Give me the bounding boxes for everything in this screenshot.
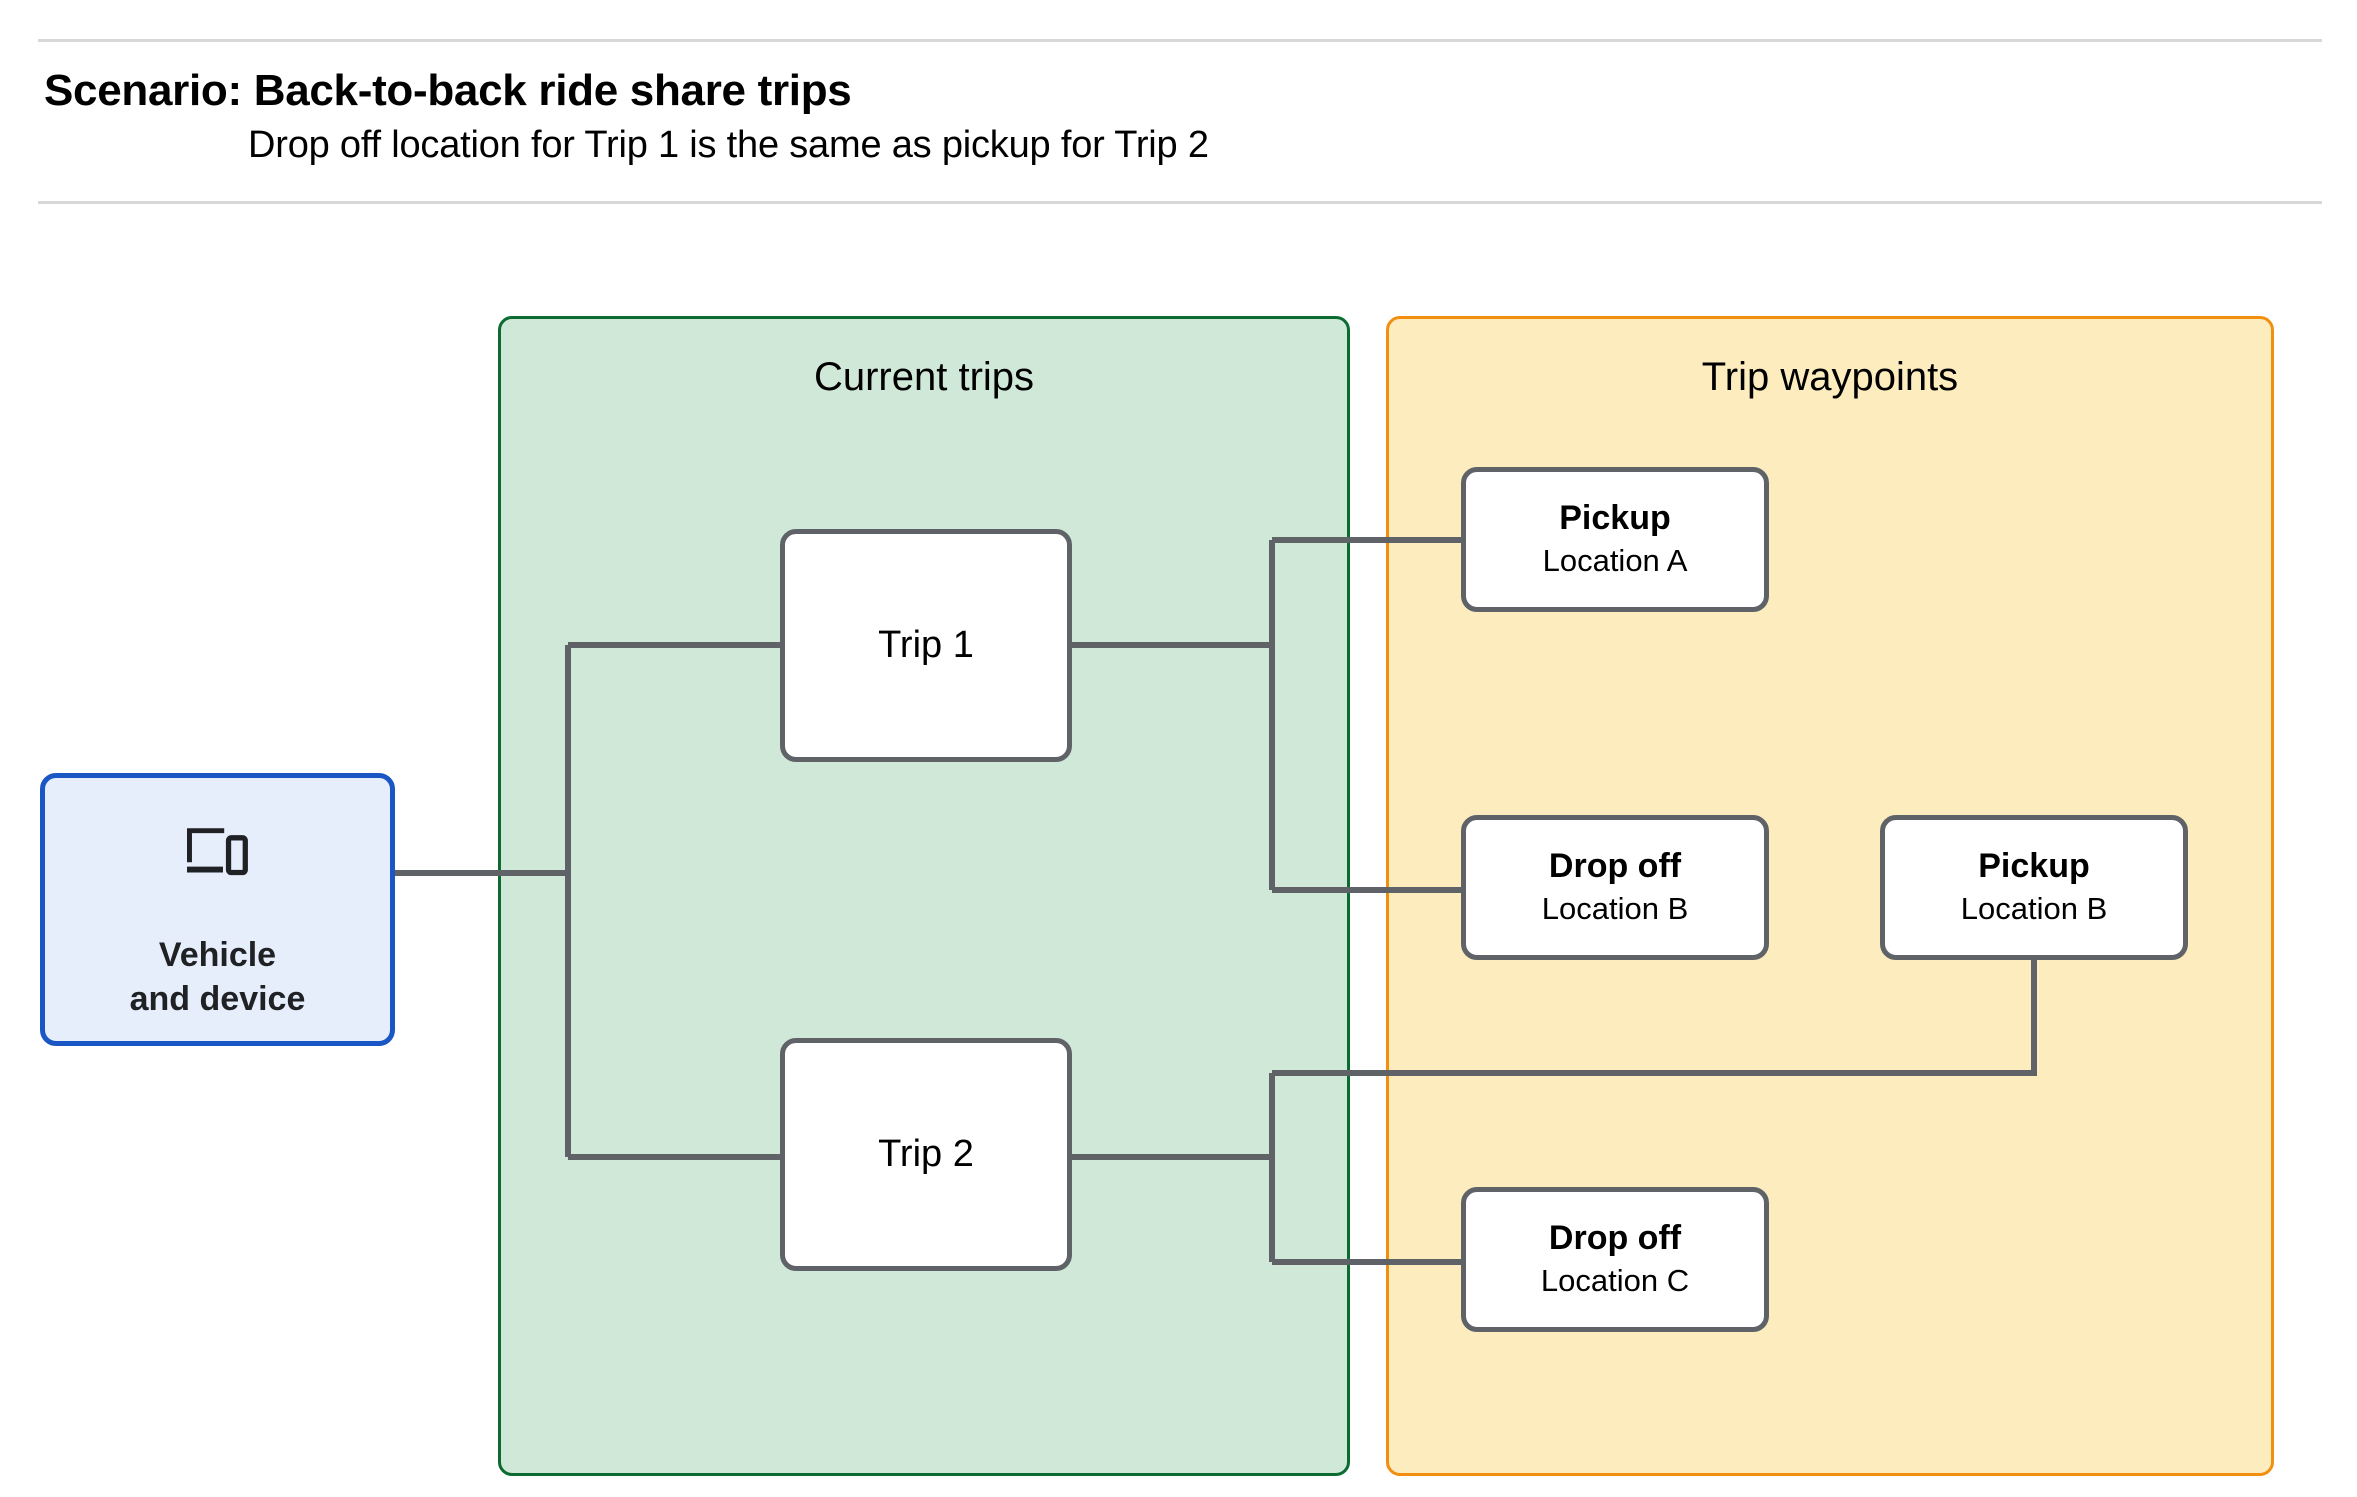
group-panel-current-trips: Current trips <box>498 316 1350 1476</box>
waypoint-type: Pickup <box>1559 499 1671 538</box>
page-title: Scenario: Back-to-back ride share trips <box>44 66 852 115</box>
node-waypoint-pickup-b[interactable]: Pickup Location B <box>1880 815 2188 960</box>
node-vehicle-and-device[interactable]: Vehicle and device <box>40 773 395 1046</box>
waypoint-location: Location B <box>1960 891 2108 927</box>
devices-icon <box>186 828 248 876</box>
group-title-current-trips: Current trips <box>813 355 1035 399</box>
waypoint-type: Drop off <box>1548 847 1682 886</box>
node-waypoint-dropoff-b[interactable]: Drop off Location B <box>1461 815 1769 960</box>
node-vehicle-label: Vehicle and device <box>129 936 306 1018</box>
header-divider-top <box>38 39 2322 42</box>
waypoint-location: Location B <box>1541 891 1689 927</box>
waypoint-location: Location A <box>1542 543 1688 579</box>
page-subtitle: Drop off location for Trip 1 is the same… <box>248 124 1209 166</box>
node-trip-1-label: Trip 1 <box>878 623 974 666</box>
header-divider-bottom <box>38 201 2322 204</box>
node-trip-2[interactable]: Trip 2 <box>780 1038 1072 1271</box>
waypoint-type: Pickup <box>1978 847 2090 886</box>
node-waypoint-pickup-a[interactable]: Pickup Location A <box>1461 467 1769 612</box>
node-trip-2-label: Trip 2 <box>878 1132 974 1175</box>
group-title-trip-waypoints: Trip waypoints <box>1701 355 1959 399</box>
waypoint-location: Location C <box>1540 1263 1690 1299</box>
node-waypoint-dropoff-c[interactable]: Drop off Location C <box>1461 1187 1769 1332</box>
node-trip-1[interactable]: Trip 1 <box>780 529 1072 762</box>
waypoint-type: Drop off <box>1548 1219 1682 1258</box>
